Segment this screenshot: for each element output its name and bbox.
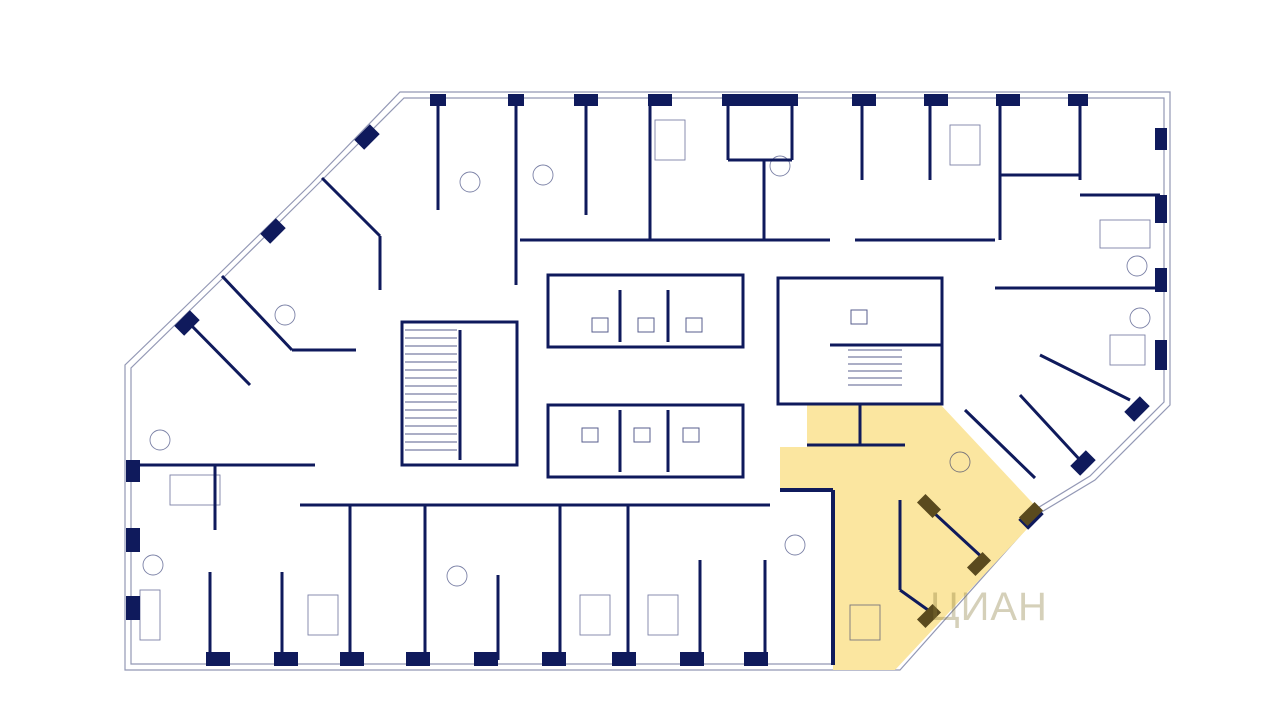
elevator-icons <box>581 309 868 443</box>
stairs <box>405 329 902 451</box>
interior-walls <box>135 100 1160 665</box>
highlight-pillars <box>916 493 1044 629</box>
watermark: ЦИАН <box>930 585 1048 629</box>
highlighted-apartment[interactable] <box>780 404 1042 670</box>
furniture <box>139 119 1151 641</box>
